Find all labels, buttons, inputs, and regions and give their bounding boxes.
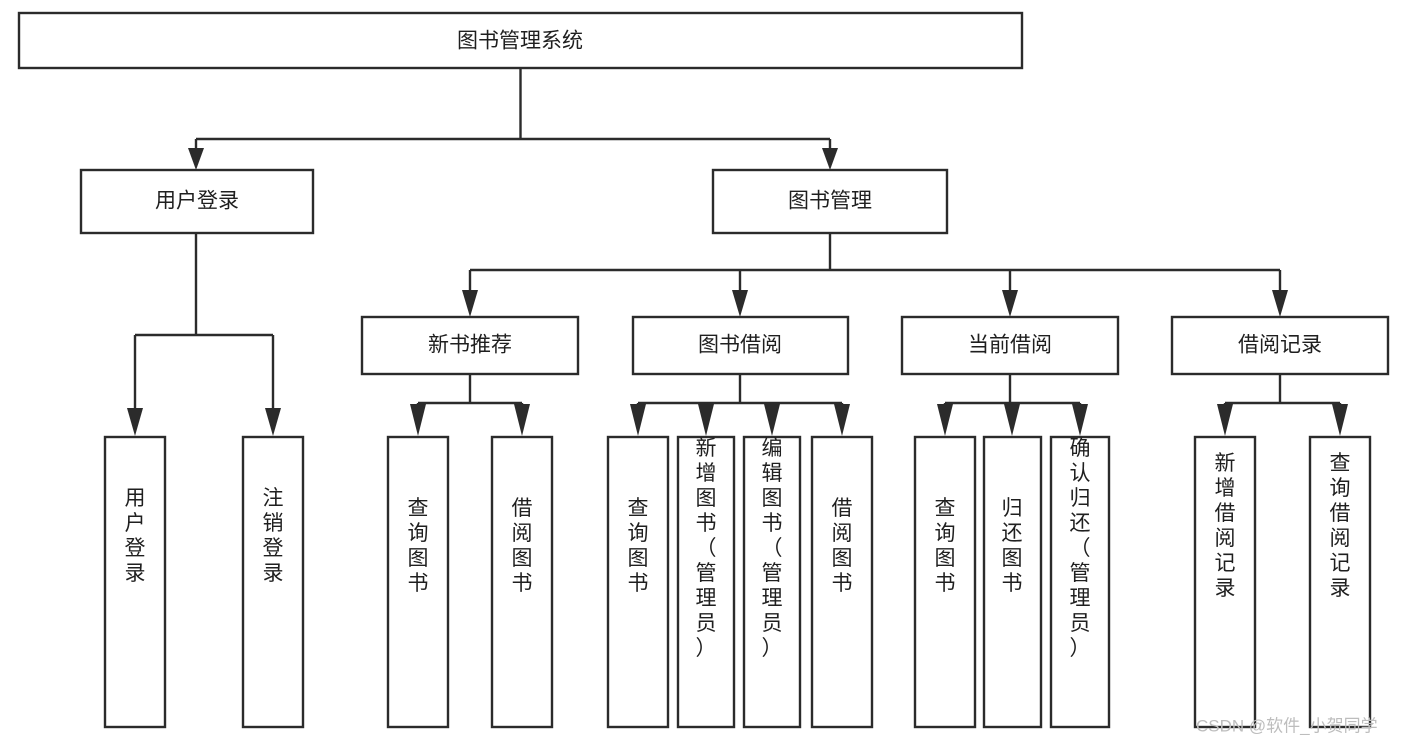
- leaf-borrow-book-1-box[interactable]: [490, 435, 554, 729]
- node-book-borrow-box[interactable]: [631, 315, 850, 376]
- leaf-add-record-label: 新增借阅记录: [1215, 452, 1236, 600]
- node-current-borrow[interactable]: 当前借阅: [900, 315, 1120, 376]
- leaf-query-record-label: 查询借阅记录: [1330, 452, 1351, 600]
- leaf-confirm-return-label: 确认归还（管理员）: [1070, 437, 1091, 660]
- node-new-book-recommend-label: 新书推荐: [428, 334, 512, 357]
- node-new-book-recommend[interactable]: 新书推荐: [360, 315, 580, 376]
- leaf-query-book-2[interactable]: 查询图书: [606, 435, 670, 729]
- leaf-user-login-label: 用户登录: [125, 487, 146, 585]
- node-borrow-record-label: 借阅记录: [1238, 334, 1322, 357]
- arrow-head-leaf-query-book-2: [630, 404, 646, 436]
- leaf-edit-book-label: 编辑图书（管理员）: [762, 437, 783, 660]
- leaf-query-book-2-label: 查询图书: [628, 497, 649, 595]
- node-book-borrow-label: 图书借阅: [698, 334, 782, 357]
- arrow-head-leaf-user-login: [127, 408, 143, 436]
- leaf-borrow-book-2-label: 借阅图书: [832, 497, 853, 595]
- arrow-head-current-borrow: [1002, 290, 1018, 317]
- leaf-query-book-2-box[interactable]: [606, 435, 670, 729]
- node-current-borrow-label: 当前借阅: [968, 334, 1052, 357]
- leaf-query-book-1[interactable]: 查询图书: [386, 435, 450, 729]
- node-user-login-label: 用户登录: [155, 190, 239, 213]
- arrow-head-new-book-recommend: [462, 290, 478, 317]
- arrow-head-borrow-record: [1272, 290, 1288, 317]
- node-book-borrow[interactable]: 图书借阅: [631, 315, 850, 376]
- arrow-head-leaf-confirm-return: [1072, 404, 1088, 436]
- leaf-add-book[interactable]: 新增图书（管理员）: [676, 435, 736, 729]
- node-book-manage-label: 图书管理: [788, 190, 872, 213]
- arrow-head-leaf-user-logout: [265, 408, 281, 436]
- arrow-head-user-login: [188, 148, 204, 170]
- arrow-head-leaf-query-book-1: [410, 404, 426, 436]
- node-book-manage[interactable]: 图书管理: [711, 168, 949, 235]
- leaf-query-record-box[interactable]: [1308, 435, 1372, 729]
- leaf-query-book-3-box[interactable]: [913, 435, 977, 729]
- node-user-login-box[interactable]: [79, 168, 315, 235]
- arrow-head-leaf-edit-book: [764, 404, 780, 436]
- leaf-query-book-1-label: 查询图书: [408, 497, 429, 595]
- leaf-add-record[interactable]: 新增借阅记录: [1193, 435, 1257, 729]
- leaf-return-book-box[interactable]: [982, 435, 1043, 729]
- node-root-label: 图书管理系统: [457, 30, 583, 53]
- leaf-borrow-book-1-label: 借阅图书: [512, 497, 533, 595]
- leaf-user-logout-box[interactable]: [241, 435, 305, 729]
- node-new-book-recommend-box[interactable]: [360, 315, 580, 376]
- leaf-edit-book[interactable]: 编辑图书（管理员）: [742, 435, 802, 729]
- node-borrow-record[interactable]: 借阅记录: [1170, 315, 1390, 376]
- arrow-head-leaf-return-book: [1004, 404, 1020, 436]
- leaf-borrow-book-2-box[interactable]: [810, 435, 874, 729]
- connector-layer: [127, 68, 1348, 436]
- arrow-head-leaf-add-book: [698, 404, 714, 436]
- leaf-query-book-1-box[interactable]: [386, 435, 450, 729]
- node-borrow-record-box[interactable]: [1170, 315, 1390, 376]
- leaf-query-book-3[interactable]: 查询图书: [913, 435, 977, 729]
- node-current-borrow-box[interactable]: [900, 315, 1120, 376]
- leaf-user-login[interactable]: 用户登录: [103, 435, 167, 729]
- csdn-watermark: CSDN @软件_小贺同学: [1196, 716, 1378, 735]
- leaf-add-record-box[interactable]: [1193, 435, 1257, 729]
- leaf-borrow-book-1[interactable]: 借阅图书: [490, 435, 554, 729]
- arrow-head-book-manage: [822, 148, 838, 170]
- node-user-login[interactable]: 用户登录: [79, 168, 315, 235]
- leaf-query-book-3-label: 查询图书: [935, 497, 956, 595]
- arrow-head-leaf-query-book-3: [937, 404, 953, 436]
- leaf-user-logout[interactable]: 注销登录: [241, 435, 305, 729]
- leaf-user-logout-label: 注销登录: [263, 487, 284, 585]
- leaf-add-book-box[interactable]: [676, 435, 736, 729]
- node-root-box[interactable]: [17, 11, 1024, 70]
- leaf-confirm-return[interactable]: 确认归还（管理员）: [1049, 435, 1111, 729]
- node-book-manage-box[interactable]: [711, 168, 949, 235]
- arrow-head-leaf-borrow-book-1: [514, 404, 530, 436]
- arrow-head-leaf-add-record: [1217, 404, 1233, 436]
- arrow-head-book-borrow: [732, 290, 748, 317]
- leaf-edit-book-box[interactable]: [742, 435, 802, 729]
- arrow-head-leaf-query-record: [1332, 404, 1348, 436]
- leaf-query-record[interactable]: 查询借阅记录: [1308, 435, 1372, 729]
- arrow-head-leaf-borrow-book-2: [834, 404, 850, 436]
- leaf-return-book-label: 归还图书: [1002, 497, 1023, 595]
- node-root[interactable]: 图书管理系统: [17, 11, 1024, 70]
- leaf-return-book[interactable]: 归还图书: [982, 435, 1043, 729]
- leaf-confirm-return-box[interactable]: [1049, 435, 1111, 729]
- leaf-user-login-box[interactable]: [103, 435, 167, 729]
- leaf-add-book-label: 新增图书（管理员）: [696, 437, 717, 660]
- leaf-borrow-book-2[interactable]: 借阅图书: [810, 435, 874, 729]
